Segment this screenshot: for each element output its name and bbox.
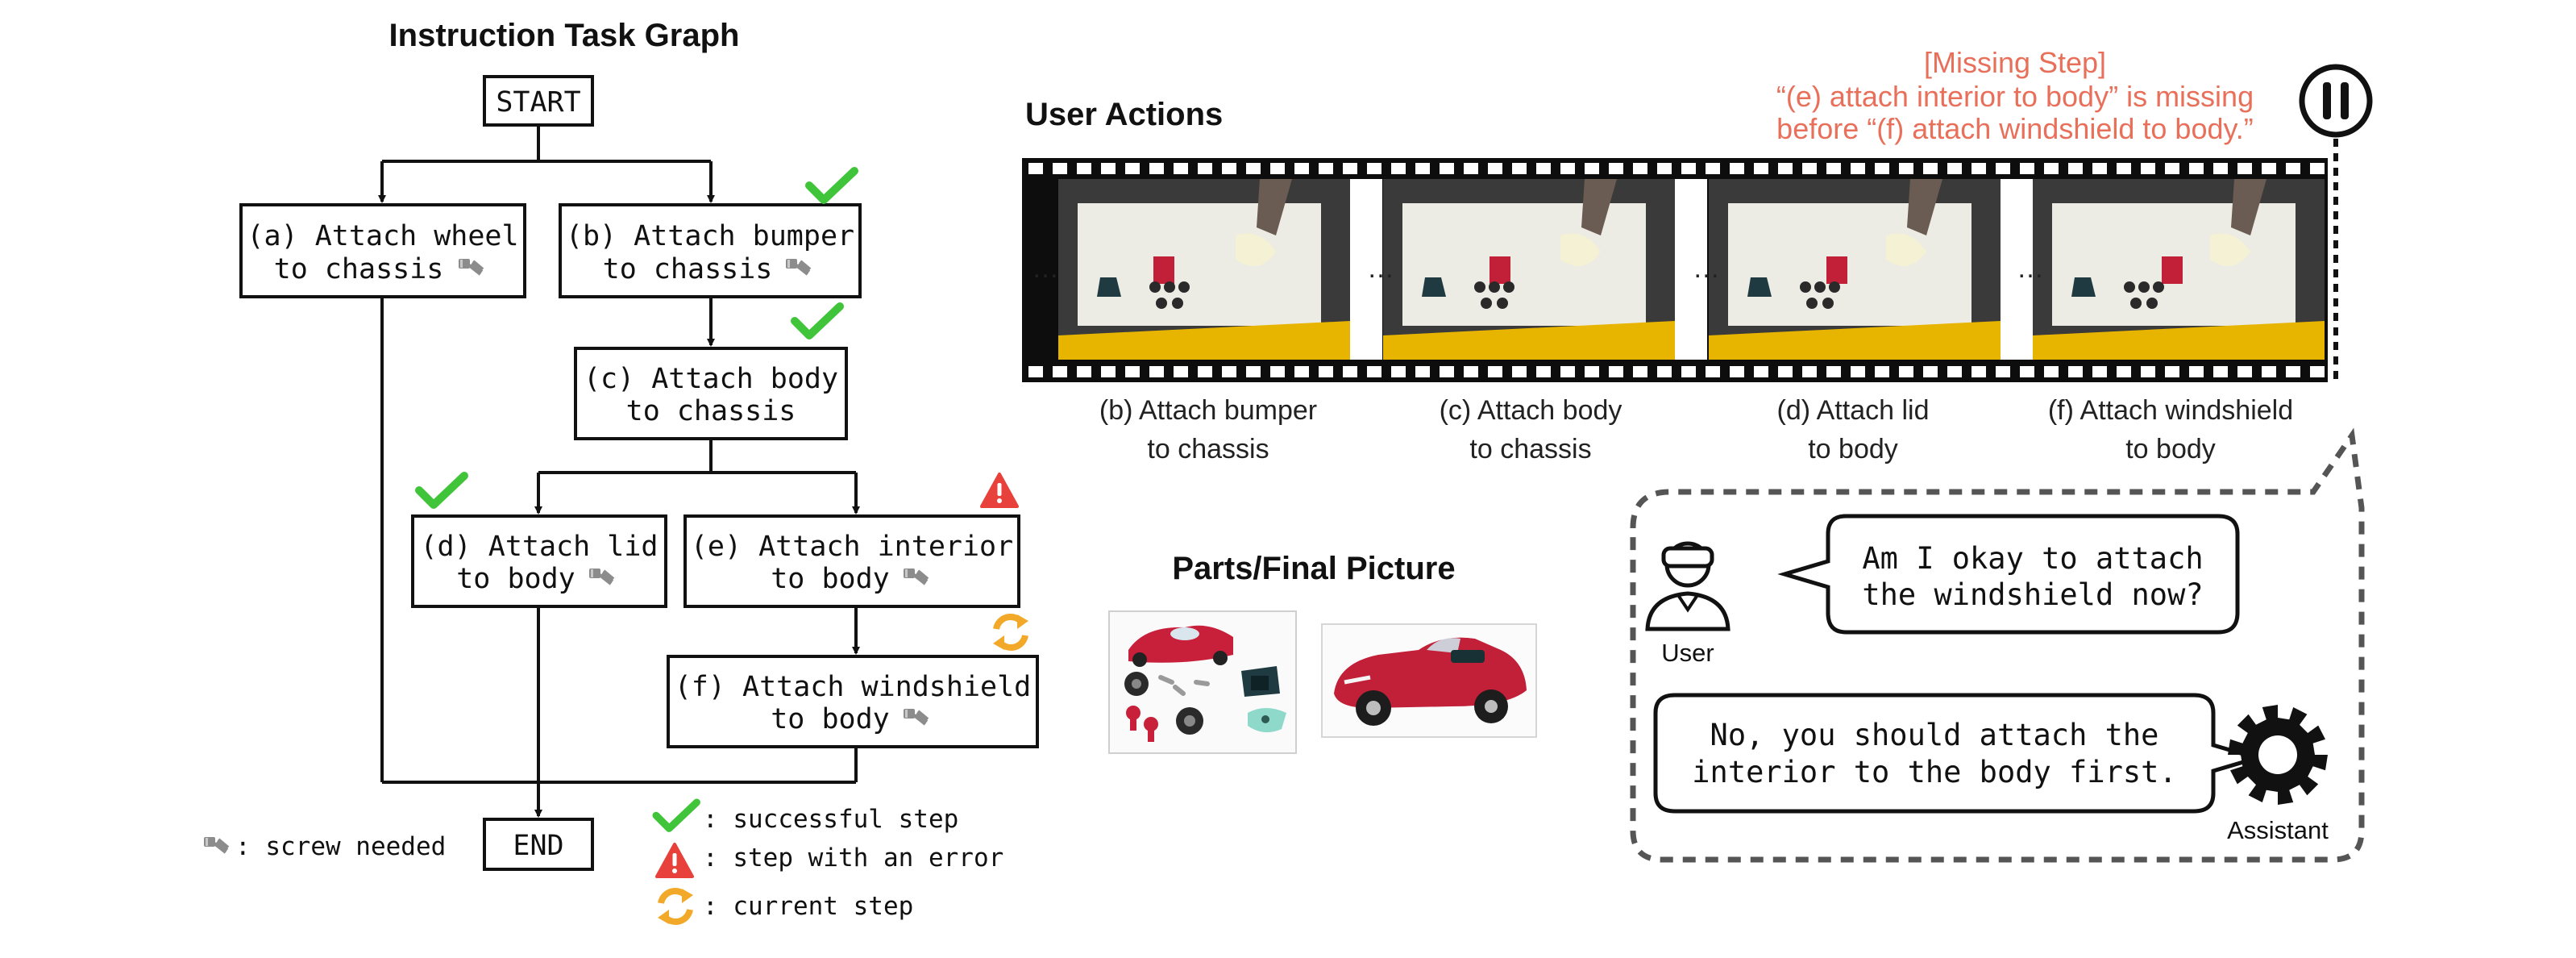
parts-title: Parts/Final Picture — [1172, 551, 1455, 586]
video-frame — [1383, 179, 1675, 360]
start-label: START — [496, 86, 580, 119]
current-step-icon — [658, 889, 693, 924]
frame-caption-4-line1: (f) Attach windshield — [2048, 395, 2293, 426]
assistant-label: Assistant — [2227, 816, 2329, 844]
frame-caption-2-line2: to chassis — [1469, 434, 1591, 464]
step-c-node: (c) Attach body to chassis — [574, 347, 848, 440]
final-car-picture — [1321, 623, 1537, 738]
video-frame — [1709, 179, 2001, 360]
gear-icon — [2228, 705, 2328, 805]
step-c-line2: to chassis — [626, 395, 796, 427]
assistant-message-line1: No, you should attach the — [1710, 718, 2159, 752]
step-a-line2: to chassis — [274, 253, 444, 285]
assistant-message-line2: interior to the body first. — [1692, 755, 2176, 789]
start-node: START — [483, 75, 594, 127]
missing-step-line2: “(e) attach interior to body” is missing — [1776, 80, 2254, 113]
check-icon — [809, 171, 854, 200]
check-icon — [419, 476, 464, 505]
user-message-bubble: Am I okay to attach the windshield now? — [1777, 514, 2240, 635]
dialog-callout — [1630, 427, 2365, 863]
frame-caption-3-line2: to body — [1808, 434, 1898, 464]
sprocket-holes — [1028, 366, 2325, 377]
check-icon — [795, 306, 840, 335]
ellipsis: … — [1693, 253, 1720, 284]
assistant-message-bubble: No, you should attach the interior to th… — [1653, 693, 2264, 814]
user-actions-title: User Actions — [1025, 97, 1223, 132]
pause-icon — [2323, 82, 2331, 119]
video-frame — [2033, 179, 2325, 360]
step-e-node: (e) Attach interior to body — [683, 514, 1020, 608]
end-node: END — [483, 818, 594, 871]
warning-icon — [980, 473, 1019, 508]
ellipsis: … — [1032, 253, 1059, 284]
step-b-node: (b) Attach bumper to chassis — [559, 203, 862, 298]
step-c-line1: (c) Attach body — [584, 363, 838, 395]
ellipsis: … — [1367, 253, 1394, 284]
user-message-line1: Am I okay to attach — [1862, 541, 2203, 576]
step-f-node: (f) Attach windshield to body — [667, 655, 1039, 748]
missing-step-title: [Missing Step] — [1924, 46, 2106, 79]
graph-title: Instruction Task Graph — [389, 18, 740, 53]
step-d-node: (d) Attach lid to body — [411, 514, 667, 608]
frame-ellipses: … … … … — [1032, 253, 2044, 284]
current-step-icon — [993, 614, 1028, 650]
user-avatar — [1645, 541, 1730, 631]
step-d-line1: (d) Attach lid — [420, 531, 658, 563]
warning-icon — [655, 843, 694, 878]
user-label: User — [1661, 639, 1714, 667]
frame-caption-4-line2: to body — [2125, 434, 2216, 464]
graph-edges — [378, 125, 860, 818]
user-message-line2: the windshield now? — [1862, 577, 2203, 612]
legend-success: : successful step — [703, 805, 958, 834]
screw-icon — [202, 835, 230, 854]
step-a-line1: (a) Attach wheel — [247, 220, 518, 252]
frame-caption-1-line1: (b) Attach bumper — [1099, 395, 1317, 426]
step-d-line2: to body — [456, 563, 575, 595]
frame-caption-1-line2: to chassis — [1147, 434, 1269, 464]
step-f-line1: (f) Attach windshield — [675, 671, 1032, 703]
sprocket-holes — [1028, 163, 2325, 174]
pause-button[interactable] — [2299, 64, 2373, 138]
video-frame — [1058, 179, 1350, 360]
frame-caption-3-line1: (d) Attach lid — [1777, 395, 1930, 426]
ellipsis: … — [2017, 253, 2044, 284]
step-b-line2: to chassis — [603, 253, 773, 285]
step-e-line1: (e) Attach interior — [691, 531, 1013, 563]
step-e-line2: to body — [771, 563, 890, 595]
legend-current: : current step — [703, 892, 913, 921]
check-icon — [656, 802, 696, 828]
missing-step-line3: before “(f) attach windshield to body.” — [1776, 112, 2254, 145]
frame-caption-2-line1: (c) Attach body — [1440, 395, 1622, 426]
step-f-line2: to body — [771, 703, 890, 735]
parts-picture — [1108, 610, 1297, 754]
step-b-line1: (b) Attach bumper — [566, 220, 854, 252]
step-a-node: (a) Attach wheel to chassis — [239, 203, 526, 298]
video-frames — [1058, 179, 2325, 360]
legend: : screw needed : successful step : step … — [202, 802, 1003, 924]
end-label: END — [513, 830, 563, 862]
legend-screw: : screw needed — [235, 832, 446, 861]
legend-error: : step with an error — [703, 843, 1003, 873]
